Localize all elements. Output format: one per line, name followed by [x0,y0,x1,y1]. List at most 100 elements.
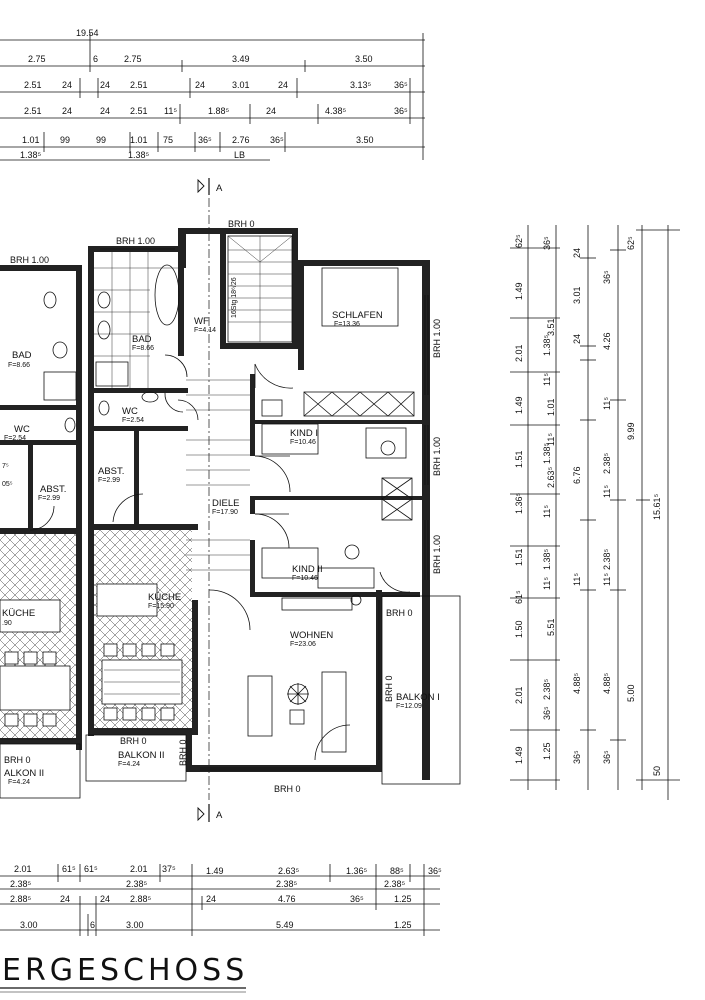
dim-label: 11⁵ [602,397,612,410]
brh-label: BRH 1.00 [10,255,49,265]
furniture-bedrooms [261,267,407,589]
dim-overall: 19.54 [76,28,99,38]
dim-label: 1.36⁵ [514,492,524,514]
room-name: WC [14,424,30,435]
dim-label: 1.49 [514,396,524,414]
dim-label: 9.99 [626,422,636,440]
dim-label: 61⁵ [62,864,76,874]
dim-label: LB [234,150,245,160]
brh-label: BRH 0 [384,675,394,702]
room-area: F=2.99 [38,495,60,502]
dim-label: 1.01 [22,135,40,145]
dim-label: 61⁵ [514,590,524,604]
dim-label: 24 [60,894,70,904]
dim-label: 2.01 [14,864,32,874]
dim-label: 1.49 [514,282,524,300]
dim-label: 2.38⁵ [10,879,32,889]
brh-label: BRH 0 [386,608,413,618]
dim-label: 2.01 [130,864,148,874]
dim-label: 36⁵ [572,750,582,764]
room-area: F=10.46 [290,439,316,446]
dim-label: 3.13⁵ [350,80,372,90]
dim-label: 24 [195,80,205,90]
dim-label: 3.00 [20,920,38,930]
section-letter: A [216,183,223,194]
dim-label: 99 [60,135,70,145]
room-name: WOHNEN [290,630,333,641]
room-name: ABST. [98,466,124,477]
walls [0,228,430,780]
furniture-wohnen [247,594,362,753]
right-dimension-chains: 62⁵ 1.49 2.01 1.49 1.51 1.36⁵ 1.51 61⁵ 1… [510,225,680,800]
dim-label: 2.38⁵ [276,879,298,889]
drawing-title: ERGESCHOSS [0,953,248,993]
wardrobes [261,391,415,521]
dim-label: 1.38⁵ [20,150,42,160]
dim-label: 1.51 [514,548,524,566]
dim-label: 2.51 [24,80,42,90]
brh-label: BRH 1.00 [432,319,442,358]
dim-label: 2.38⁵ [384,879,406,889]
dim-label: 24 [100,80,110,90]
bath-tile-pattern [94,252,178,388]
dim-label: 24 [100,106,110,116]
dim-label: 88⁵ [390,866,404,876]
kitchen-floor-pattern [0,530,192,738]
dim-label: 1.36⁵ [346,866,368,876]
dim-label: 4.88⁵ [602,672,612,694]
dim-label: 24 [100,894,110,904]
dim-label: 15.61⁵ [652,493,662,520]
dim-label: 11⁵ [602,485,612,498]
dim-label: 11⁵ [542,373,552,386]
dim-label: 2.63⁵ [546,466,556,488]
brh-label: BRH 1.00 [432,437,442,476]
staircase: 16Stg 18⁶/26 [227,235,293,343]
room-area: F=13.36 [334,321,360,328]
windows [100,248,429,771]
dim-label: 1.38⁵ [128,150,150,160]
brh-label: BRH 0 [4,755,31,765]
dim-label: 99 [96,135,106,145]
room-name: WF [194,316,209,327]
dim-label: 6 [93,54,98,64]
dim-label: 11⁵ [572,573,582,586]
dim-label: 6.76 [572,466,582,484]
dim-label: 3.01 [232,80,250,90]
dim-label: 4.38⁵ [325,106,347,116]
dim-label: 61⁵ [84,864,98,874]
dim-label: 50 [652,766,662,776]
room-area: F=17.90 [212,509,238,516]
dim-label: 2.76 [232,135,250,145]
room-name: DIELE [212,498,239,509]
room-name: BAD [132,334,152,345]
dim-label: 2.51 [24,106,42,116]
dim-label: 24 [572,334,582,344]
dim-label: 37⁵ [162,864,176,874]
room-area: F=2.99 [98,477,120,484]
bath-fixtures [43,264,180,433]
dim-label: 1.25 [394,920,412,930]
dim-label: 11⁵ [542,577,552,590]
floor-title: ERGESCHOSS [2,953,248,988]
brh-label: BRH 0 [120,736,147,746]
dim-label: 36⁵ [602,270,612,284]
dim-label: 62⁵ [514,234,524,248]
dim-label: 11⁵ [542,505,552,518]
dim-label: 4.88⁵ [572,672,582,694]
dim-label: 24 [62,106,72,116]
stair-label: 16Stg 18⁶/26 [231,277,238,318]
room-area: F=23.06 [290,641,316,648]
room-name: KÜCHE [2,608,35,619]
room-area: F=4.24 [8,779,30,786]
dim-label: 24 [572,248,582,258]
dim-label: 2.51 [130,106,148,116]
section-marker-bottom: A [197,804,223,822]
room-area: F=15.90 [148,603,174,610]
dim-label: 11⁵ [546,433,556,446]
dim-label: 75 [163,135,173,145]
dim-label: 1.49 [514,746,524,764]
section-marker-top: A [197,178,223,195]
dim-label: 2.01 [514,344,524,362]
dim-label: 36⁵ [198,135,212,145]
dim-label: 36⁵ [542,706,552,720]
